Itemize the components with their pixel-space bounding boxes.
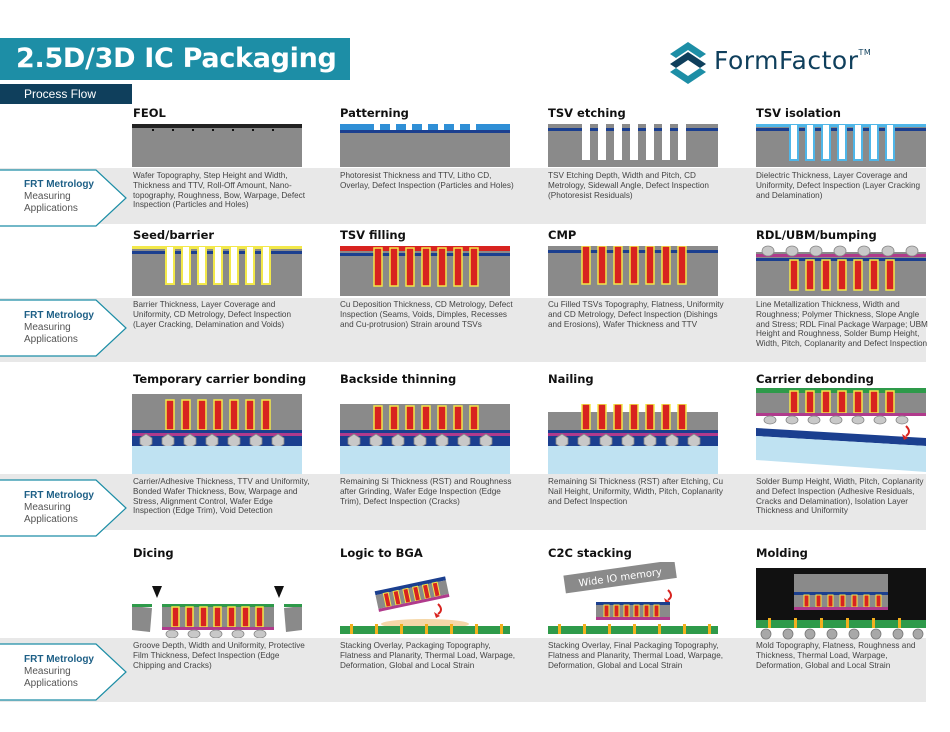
page-subtitle: Process Flow [24,87,97,101]
step-title: FEOL [133,106,166,120]
step-title: Seed/barrier [133,228,215,242]
step-description: Stacking Overlay, Packaging Topography, … [340,641,516,670]
backside-thinning-diagram [340,404,510,474]
formfactor-logo: FormFactorTM [666,40,936,88]
step-description: Solder Bump Height, Width, Pitch, Coplan… [756,477,924,516]
feol-diagram [132,124,302,167]
step-title: C2C stacking [548,546,632,560]
step-title: Logic to BGA [340,546,423,560]
row-label-arrow [0,299,127,357]
step-description: Cu Deposition Thickness, CD Metrology, D… [340,300,513,329]
row-band-4 [0,638,926,702]
molding-diagram [756,568,926,640]
step-description: Dielectric Thickness, Layer Coverage and… [756,171,921,200]
rdl-ubm-bumping-diagram [756,245,926,296]
page-title: 2.5D/3D IC Packaging [16,43,337,74]
formfactor-mark-icon [670,42,706,84]
tsv-filling-diagram [340,246,510,296]
step-title: TSV isolation [756,106,841,120]
step-title: Dicing [133,546,174,560]
row-label-arrow [0,169,127,227]
c2c-stacking-diagram: Wide IO memory [548,562,718,634]
step-description: Photoresist Thickness and TTV, Litho CD,… [340,171,514,190]
row-band-2 [0,298,926,362]
row-band-3 [0,474,926,530]
step-title: TSV filling [340,228,406,242]
carrier-bonding-diagram [132,394,302,474]
step-description: Remaining Si Thickness (RST) after Etchi… [548,477,724,506]
subtitle-band: Process Flow [0,84,132,104]
step-title: Carrier debonding [756,372,874,386]
row-label-arrow [0,479,127,537]
row-label-arrow [0,643,127,701]
tsv-etching-diagram [548,124,718,167]
step-description: Line Metallization Thickness, Width and … [756,300,928,349]
step-description: Carrier/Adhesive Thickness, TTV and Unif… [133,477,310,516]
cmp-diagram [548,246,718,296]
logo-wordmark: FormFactorTM [714,46,872,75]
step-title: RDL/UBM/bumping [756,228,877,242]
row-band-1 [0,168,926,224]
carrier-debonding-diagram [756,388,926,472]
step-description: Wafer Topography, Step Height and Width,… [133,171,306,210]
step-title: Backside thinning [340,372,457,386]
step-title: CMP [548,228,577,242]
step-description: Mold Topography, Flatness, Roughness and… [756,641,916,670]
step-title: Temporary carrier bonding [133,372,307,386]
tsv-isolation-diagram [756,124,926,167]
title-band: 2.5D/3D IC Packaging [0,38,350,80]
patterning-diagram [340,124,510,167]
step-description: Remaining Si Thickness (RST) and Roughne… [340,477,512,506]
step-title: Patterning [340,106,409,120]
step-title: Nailing [548,372,594,386]
step-description: Barrier Thickness, Layer Coverage and Un… [133,300,292,329]
step-title: TSV etching [548,106,626,120]
step-description: TSV Etching Depth, Width and Pitch, CD M… [548,171,709,200]
dicing-diagram [132,586,302,638]
step-description: Groove Depth, Width and Uniformity, Prot… [133,641,305,670]
step-description: Cu Filled TSVs Topography, Flatness, Uni… [548,300,724,329]
seed-barrier-diagram [132,246,302,296]
nailing-diagram [548,404,718,474]
step-title: Molding [756,546,808,560]
step-description: Stacking Overlay, Final Packaging Topogr… [548,641,724,670]
logic-to-bga-diagram [340,576,510,634]
